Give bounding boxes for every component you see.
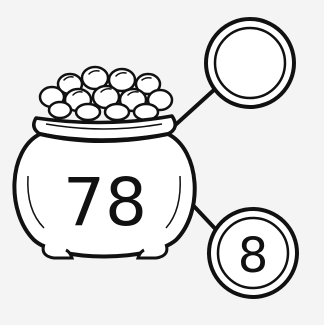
top-answer-circle[interactable] [206,19,294,107]
connector-top [172,89,215,128]
bottom-answer-circle: 8 [209,209,297,297]
pot-of-gold: 78 [14,67,194,258]
bottom-circle-value: 8 [238,228,269,284]
gold-coins [40,67,172,120]
pot-number: 78 [63,164,147,241]
